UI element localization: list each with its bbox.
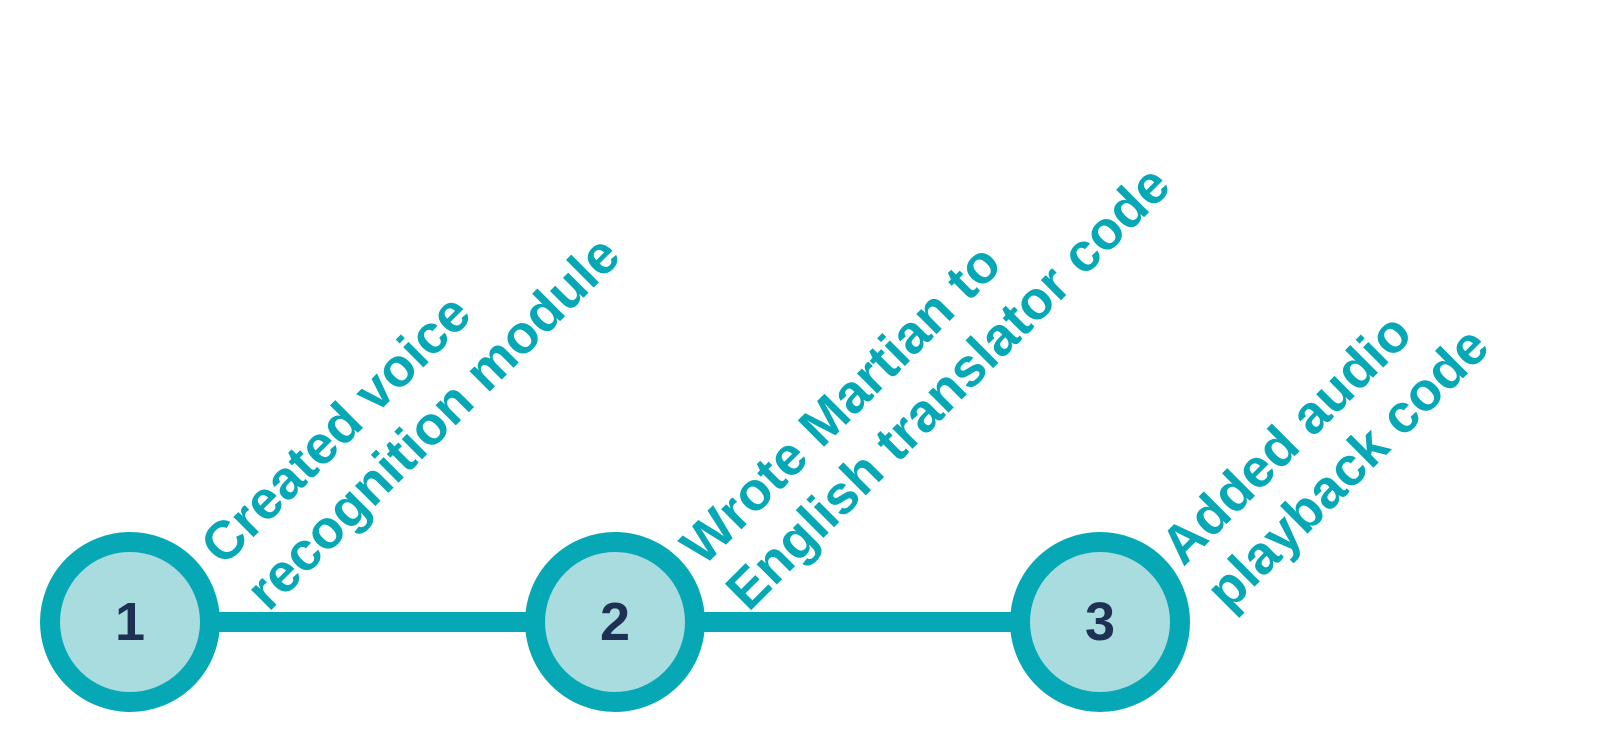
- step-3-number: 3: [1084, 592, 1116, 652]
- step-2-circle: 2: [525, 532, 705, 712]
- connector-line-1-2: [215, 612, 527, 632]
- step-3-circle: 3: [1010, 532, 1190, 712]
- step-1-circle: 1: [40, 532, 220, 712]
- step-3-label: Added audio playback code: [1148, 269, 1502, 623]
- step-2-number: 2: [599, 592, 631, 652]
- step-2-label-line-1: Wrote Martian to: [669, 232, 1013, 576]
- connector-line-2-3: [700, 612, 1012, 632]
- step-1-label-line-1: Created voice: [189, 282, 483, 576]
- step-1-number: 1: [114, 592, 146, 652]
